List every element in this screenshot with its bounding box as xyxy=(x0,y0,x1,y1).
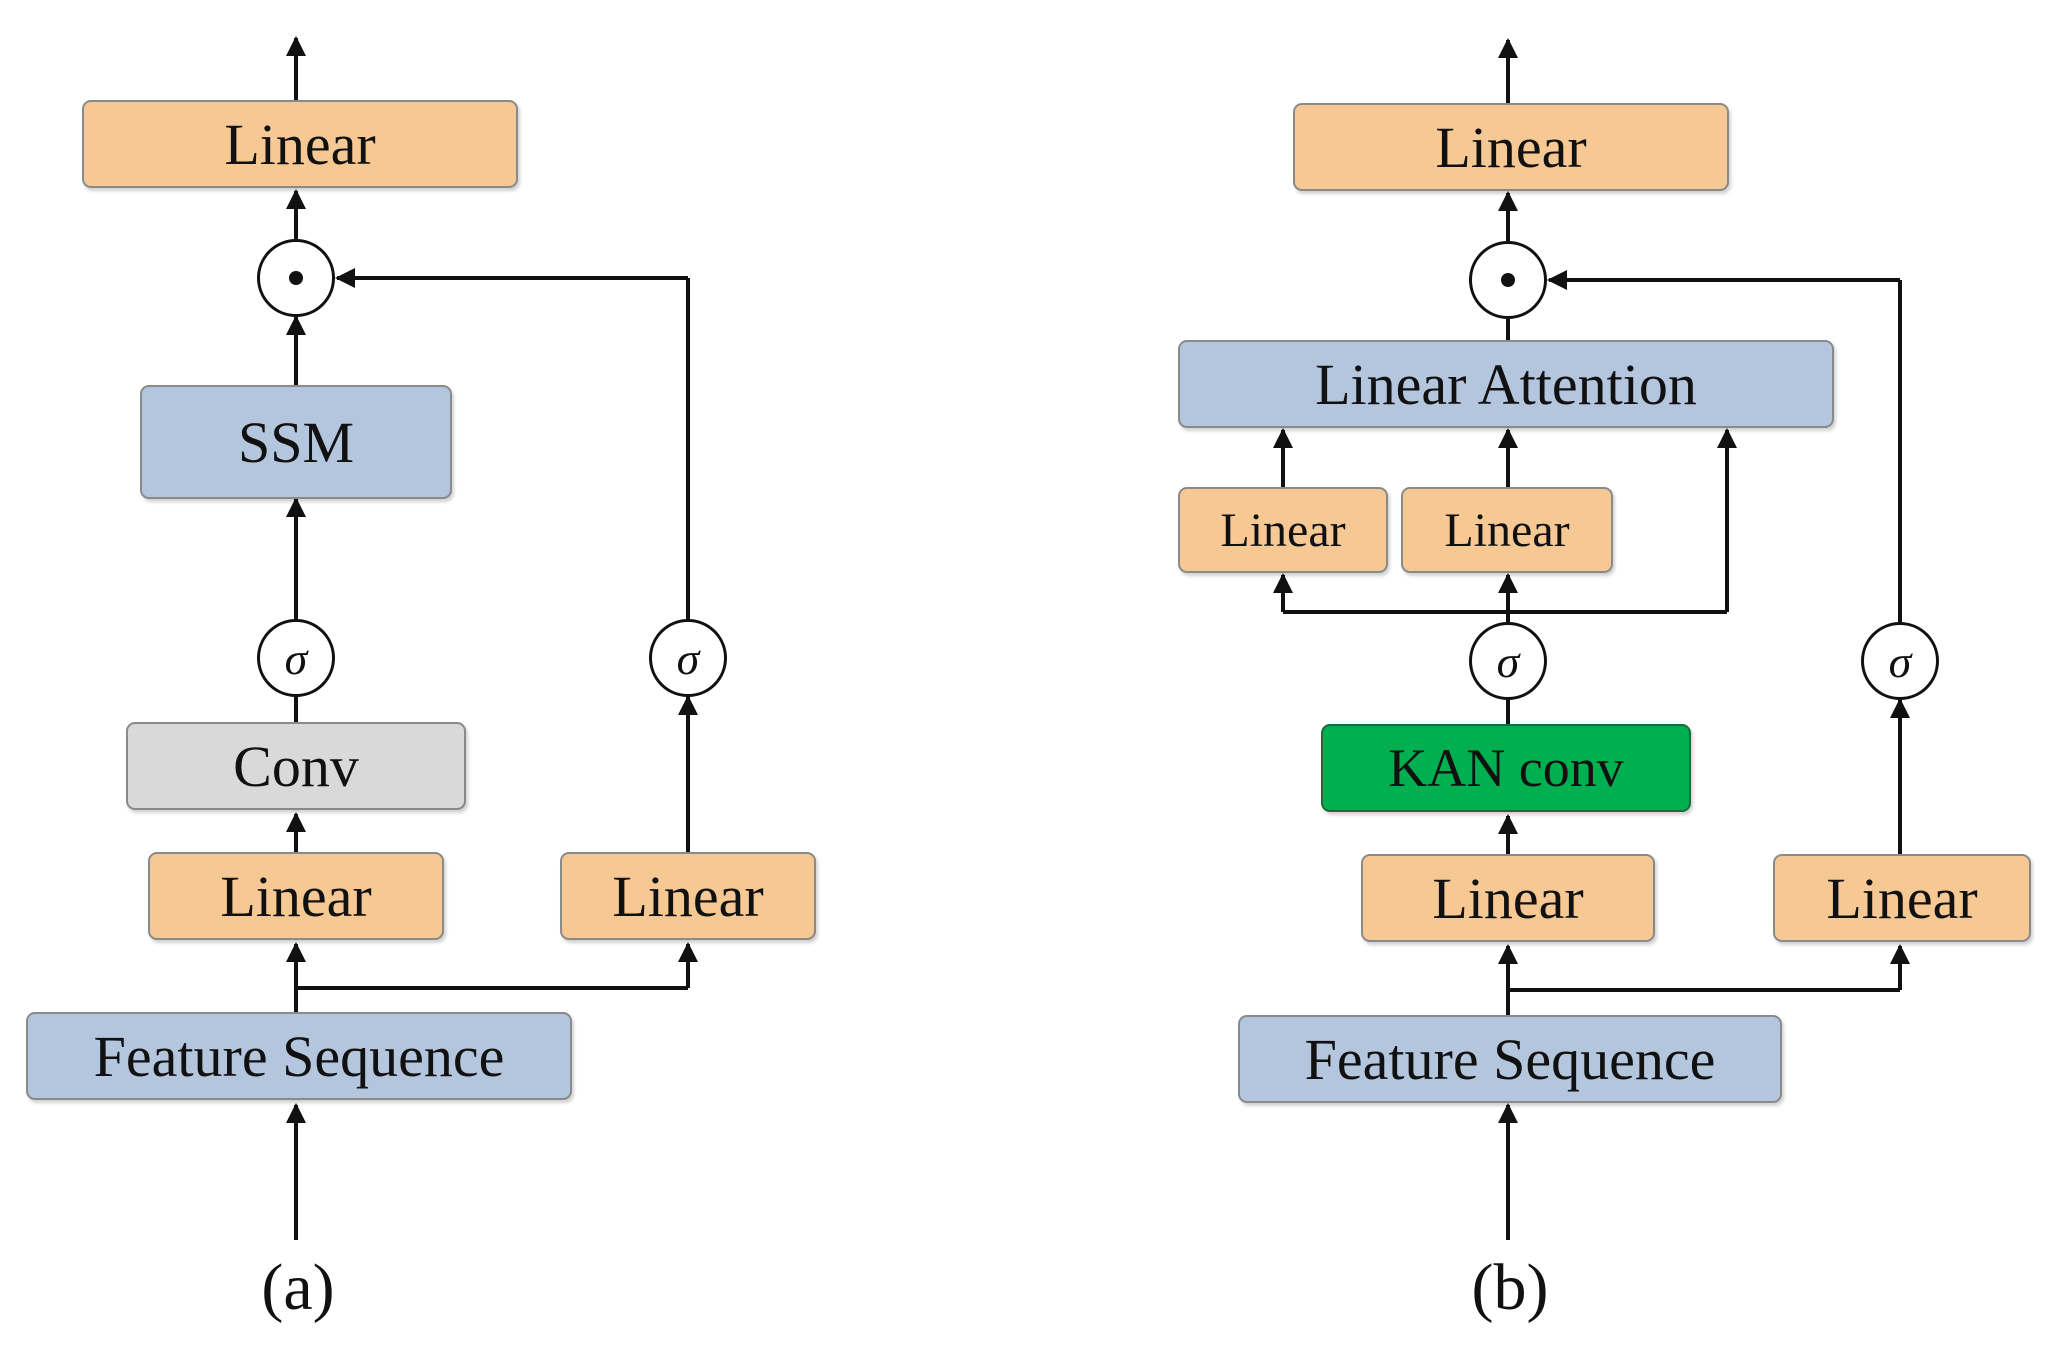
b-left-linear-box: Linear xyxy=(1361,854,1655,942)
a-ssm-box: SSM xyxy=(140,385,452,499)
b-attn-linear-2-box: Linear xyxy=(1401,487,1613,573)
a-left-sigma-node: σ xyxy=(257,619,335,697)
b-kan-conv-box: KAN conv xyxy=(1321,724,1691,812)
a-feature-sequence-box: Feature Sequence xyxy=(26,1012,572,1100)
b-feature-sequence-box: Feature Sequence xyxy=(1238,1015,1782,1103)
a-left-linear-box: Linear xyxy=(148,852,444,940)
b-right-sigma-node: σ xyxy=(1861,622,1939,700)
b-left-sigma-node: σ xyxy=(1469,622,1547,700)
a-right-linear-box: Linear xyxy=(560,852,816,940)
a-caption: (a) xyxy=(261,1251,335,1324)
b-product-dot-icon xyxy=(1501,273,1515,287)
a-conv-box: Conv xyxy=(126,722,466,810)
b-top-linear-box: Linear xyxy=(1293,103,1729,191)
a-right-sigma-node: σ xyxy=(649,619,727,697)
b-caption: (b) xyxy=(1471,1251,1549,1324)
a-product-node xyxy=(257,239,335,317)
a-top-linear-box: Linear xyxy=(82,100,518,188)
b-product-node xyxy=(1469,241,1547,319)
b-right-linear-box: Linear xyxy=(1773,854,2031,942)
a-product-dot-icon xyxy=(289,271,303,285)
b-linear-attention-box: Linear Attention xyxy=(1178,340,1834,428)
b-attn-linear-1-box: Linear xyxy=(1178,487,1388,573)
